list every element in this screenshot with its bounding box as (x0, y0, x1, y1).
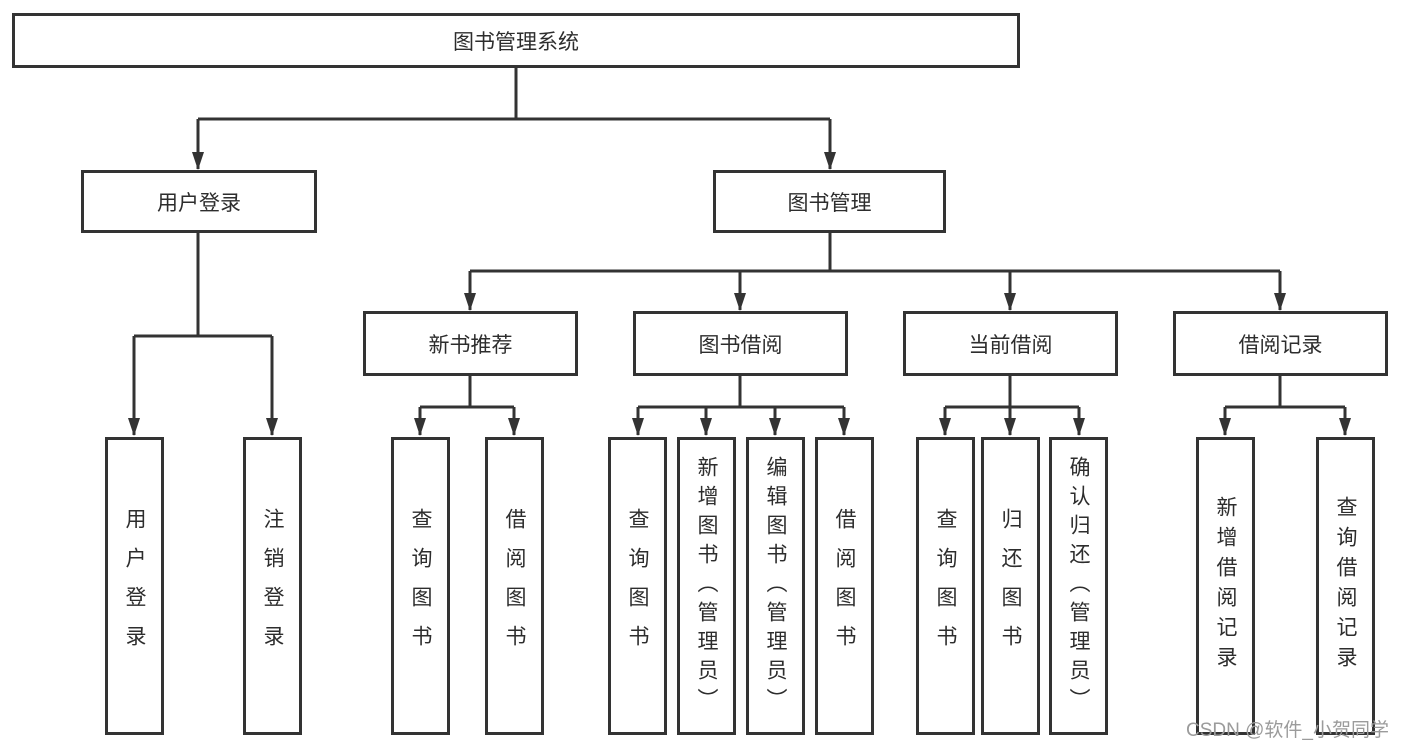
leaf-label: 查询借阅记录 (1334, 496, 1357, 676)
node-book-borrow: 图书借阅 (633, 311, 848, 376)
leaf-add-book-admin: 新增图书（管理员） (677, 437, 736, 735)
leaf-borrow-books-recommend: 借阅图书 (485, 437, 544, 735)
leaf-label: 新增借阅记录 (1214, 496, 1237, 676)
leaf-label: 注销登录 (261, 508, 284, 664)
leaf-label: 借阅图书 (503, 508, 526, 664)
leaf-query-borrow-record: 查询借阅记录 (1316, 437, 1375, 735)
leaf-edit-book-admin: 编辑图书（管理员） (746, 437, 805, 735)
leaf-confirm-return-admin: 确认归还（管理员） (1049, 437, 1108, 735)
leaf-add-borrow-record: 新增借阅记录 (1196, 437, 1255, 735)
leaf-label: 归还图书 (999, 508, 1022, 664)
leaf-return-books: 归还图书 (981, 437, 1040, 735)
node-new-book-recommend: 新书推荐 (363, 311, 578, 376)
node-borrow-records: 借阅记录 (1173, 311, 1388, 376)
leaf-query-books-recommend: 查询图书 (391, 437, 450, 735)
node-root-library-system: 图书管理系统 (12, 13, 1020, 68)
leaf-label: 查询图书 (409, 508, 432, 664)
node-current-borrow: 当前借阅 (903, 311, 1118, 376)
leaf-label: 查询图书 (934, 508, 957, 664)
leaf-label: 新增图书（管理员） (695, 455, 718, 717)
leaf-label: 借阅图书 (833, 508, 856, 664)
leaf-logout: 注销登录 (243, 437, 302, 735)
leaf-label: 确认归还（管理员） (1067, 455, 1090, 717)
leaf-label: 查询图书 (626, 508, 649, 664)
leaf-label: 编辑图书（管理员） (764, 455, 787, 717)
node-user-login: 用户登录 (81, 170, 317, 233)
leaf-borrow-books: 借阅图书 (815, 437, 874, 735)
leaf-query-books-borrow: 查询图书 (608, 437, 667, 735)
leaf-user-login: 用户登录 (105, 437, 164, 735)
node-book-management: 图书管理 (713, 170, 946, 233)
leaf-query-books-current: 查询图书 (916, 437, 975, 735)
watermark: CSDN @软件_小贺同学 (1186, 720, 1389, 741)
leaf-label: 用户登录 (123, 508, 146, 664)
